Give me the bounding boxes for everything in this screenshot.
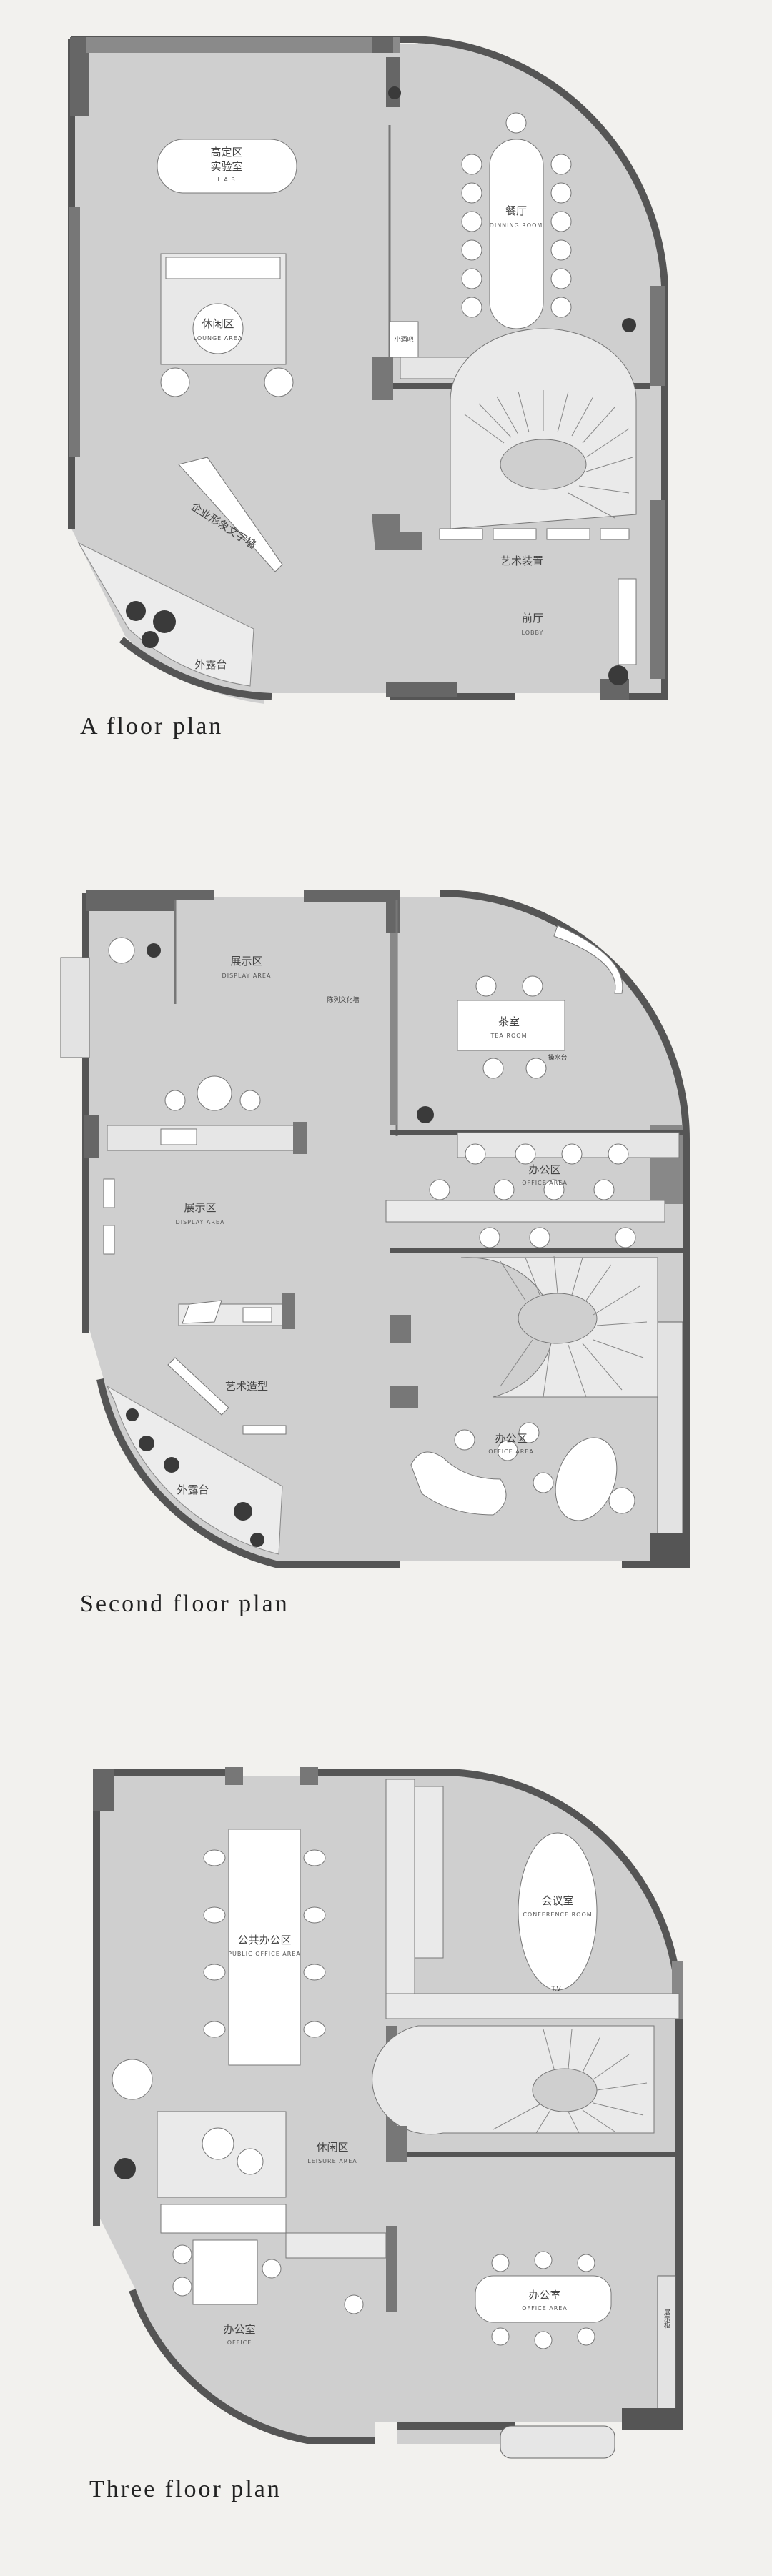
label-terrace: 外露台 (194, 658, 227, 671)
label-leisure-cn: 休闲区 (316, 2141, 348, 2154)
label-office-area-cn: 办公室 (528, 2289, 560, 2302)
label-office-area-en: OFFICE AREA (522, 2305, 568, 2312)
label-lab-cn-2: 实验室 (210, 160, 242, 173)
label-lobby-en: LOBBY (522, 630, 544, 636)
label-office1-en: OFFICE AREA (522, 1180, 568, 1186)
conference-table (518, 1832, 598, 1991)
lab-table (157, 139, 297, 194)
label-display-note: 陈列文化墙 (327, 995, 359, 1004)
label-art-shape: 艺术造型 (225, 1380, 268, 1393)
label-lab-cn: 高定区 (210, 146, 242, 159)
floor-plan-three: 公共办公区 PUBLIC OFFICE AREA 会议室 CONFERENCE … (0, 1754, 772, 2490)
label-lab-en: L A B (217, 176, 236, 183)
dining-table (489, 139, 544, 329)
label-display-top-cn: 展示区 (230, 955, 262, 968)
office-sofa (410, 1451, 507, 1516)
label-bar: 小酒吧 (394, 336, 413, 344)
text-wall (178, 457, 283, 572)
label-office2-en: OFFICE AREA (488, 1448, 534, 1455)
caption-second-floor: Second floor plan (80, 1591, 290, 1617)
office-area-table (475, 2275, 612, 2323)
label-art-installation: 艺术装置 (500, 555, 543, 567)
floor-plan-second-drawing: 展示区 DISPLAY AREA 陈列文化墙 茶室 TEA ROOM 操水台 办… (60, 890, 690, 1568)
label-office2-cn: 办公区 (495, 1432, 527, 1445)
label-public-cn: 公共办公区 (237, 1934, 291, 1946)
label-terrace: 外露台 (177, 1483, 209, 1496)
floor-plan-second: 展示区 DISPLAY AREA 陈列文化墙 茶室 TEA ROOM 操水台 办… (0, 886, 772, 1622)
top-counter (86, 37, 400, 53)
caption-three-floor: Three floor plan (89, 2476, 282, 2502)
tea-table (457, 1000, 565, 1051)
label-display-top-en: DISPLAY AREA (222, 973, 272, 979)
label-tea-en: TEA ROOM (490, 1033, 527, 1039)
caption-a-floor: A floor plan (80, 713, 224, 740)
label-conference-en: CONFERENCE ROOM (523, 1911, 592, 1918)
label-display-cabinet: 展示柜 (663, 2309, 670, 2329)
floor-plan-a-drawing: 高定区 实验室 L A B 休闲区 LOUNGE AREA 餐厅 DINNING… (68, 36, 668, 704)
label-lounge-cn: 休闲区 (202, 317, 234, 330)
label-dining-en: DINNING ROOM (490, 222, 543, 229)
label-dining-cn: 餐厅 (505, 204, 527, 217)
label-tea-cn: 茶室 (498, 1015, 520, 1028)
label-lobby-cn: 前厅 (522, 612, 543, 625)
floor-plan-a: 高定区 实验室 L A B 休闲区 LOUNGE AREA 餐厅 DINNING… (0, 0, 772, 779)
label-display-mid-en: DISPLAY AREA (176, 1219, 225, 1225)
label-office-en: OFFICE (227, 2339, 252, 2346)
label-office1-cn: 办公区 (528, 1163, 560, 1176)
label-lounge-en: LOUNGE AREA (194, 335, 243, 342)
public-office-table (228, 1829, 301, 2066)
floor-plan-three-drawing: 公共办公区 PUBLIC OFFICE AREA 会议室 CONFERENCE … (93, 1767, 683, 2459)
wall-block (70, 37, 89, 116)
label-display-mid-cn: 展示区 (184, 1201, 216, 1214)
label-tv: T.V (550, 1986, 561, 1993)
label-leisure-en: LEISURE AREA (307, 2158, 357, 2164)
staircase (372, 2025, 655, 2135)
label-tea-note: 操水台 (548, 1053, 567, 1062)
label-office-cn: 办公室 (223, 2323, 255, 2336)
label-public-en: PUBLIC OFFICE AREA (228, 1951, 301, 1957)
outer-wall (93, 1769, 683, 2444)
label-conference-cn: 会议室 (541, 1894, 573, 1907)
